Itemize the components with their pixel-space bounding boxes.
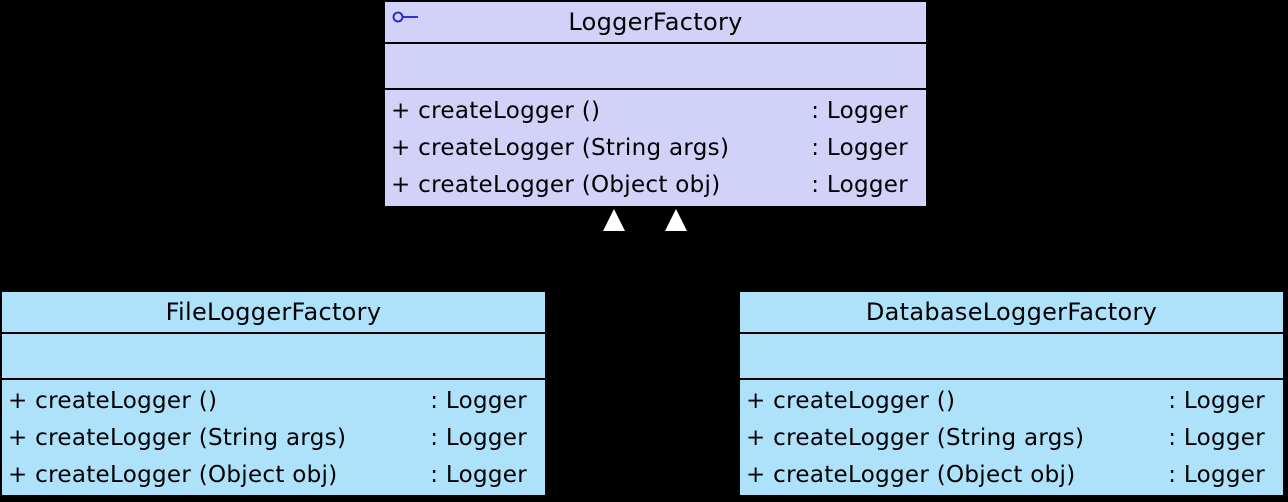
method-return-type: : Logger [811,134,908,161]
class-header: DatabaseLoggerFactory [740,292,1283,334]
generalization-arrowhead-right[interactable] [665,209,687,231]
class-name: FileLoggerFactory [165,298,382,326]
method-return-type: : Logger [1168,387,1265,414]
method-signature: + createLogger () [746,387,956,414]
attributes-compartment [2,334,545,380]
method-return-type: : Logger [811,97,908,124]
method-row: + createLogger (String args) : Logger [385,135,926,161]
generalization-arrowhead-left[interactable] [603,209,625,231]
method-signature: + createLogger (String args) [391,134,730,161]
method-row: + createLogger () : Logger [740,388,1283,414]
method-row: + createLogger (Object obj) : Logger [2,462,545,488]
class-header: LoggerFactory [385,2,926,44]
method-signature: + createLogger (Object obj) [391,172,721,199]
method-row: + createLogger (Object obj) : Logger [385,172,926,198]
method-return-type: : Logger [811,172,908,199]
methods-compartment: + createLogger () : Logger + createLogge… [740,380,1283,495]
class-header: FileLoggerFactory [2,292,545,334]
class-box-loggerfactory[interactable]: LoggerFactory + createLogger () : Logger… [383,0,928,208]
method-return-type: : Logger [430,424,527,451]
class-box-databaseloggerfactory[interactable]: DatabaseLoggerFactory + createLogger () … [738,290,1285,497]
method-row: + createLogger () : Logger [385,98,926,124]
methods-compartment: + createLogger () : Logger + createLogge… [385,90,926,206]
method-row: + createLogger (String args) : Logger [2,425,545,451]
method-signature: + createLogger (Object obj) [8,461,338,488]
method-row: + createLogger (String args) : Logger [740,425,1283,451]
class-box-fileloggerfactory[interactable]: FileLoggerFactory + createLogger () : Lo… [0,290,547,497]
method-return-type: : Logger [430,387,527,414]
method-signature: + createLogger () [8,387,218,414]
method-signature: + createLogger () [391,97,601,124]
methods-compartment: + createLogger () : Logger + createLogge… [2,380,545,495]
method-return-type: : Logger [430,461,527,488]
method-signature: + createLogger (String args) [746,424,1085,451]
class-name: LoggerFactory [568,8,743,36]
attributes-compartment [740,334,1283,380]
attributes-compartment [385,44,926,90]
method-signature: + createLogger (String args) [8,424,347,451]
method-signature: + createLogger (Object obj) [746,461,1076,488]
class-name: DatabaseLoggerFactory [865,298,1158,326]
method-return-type: : Logger [1168,424,1265,451]
method-row: + createLogger (Object obj) : Logger [740,462,1283,488]
method-return-type: : Logger [1168,461,1265,488]
interface-lollipop-icon [391,8,421,30]
method-row: + createLogger () : Logger [2,388,545,414]
